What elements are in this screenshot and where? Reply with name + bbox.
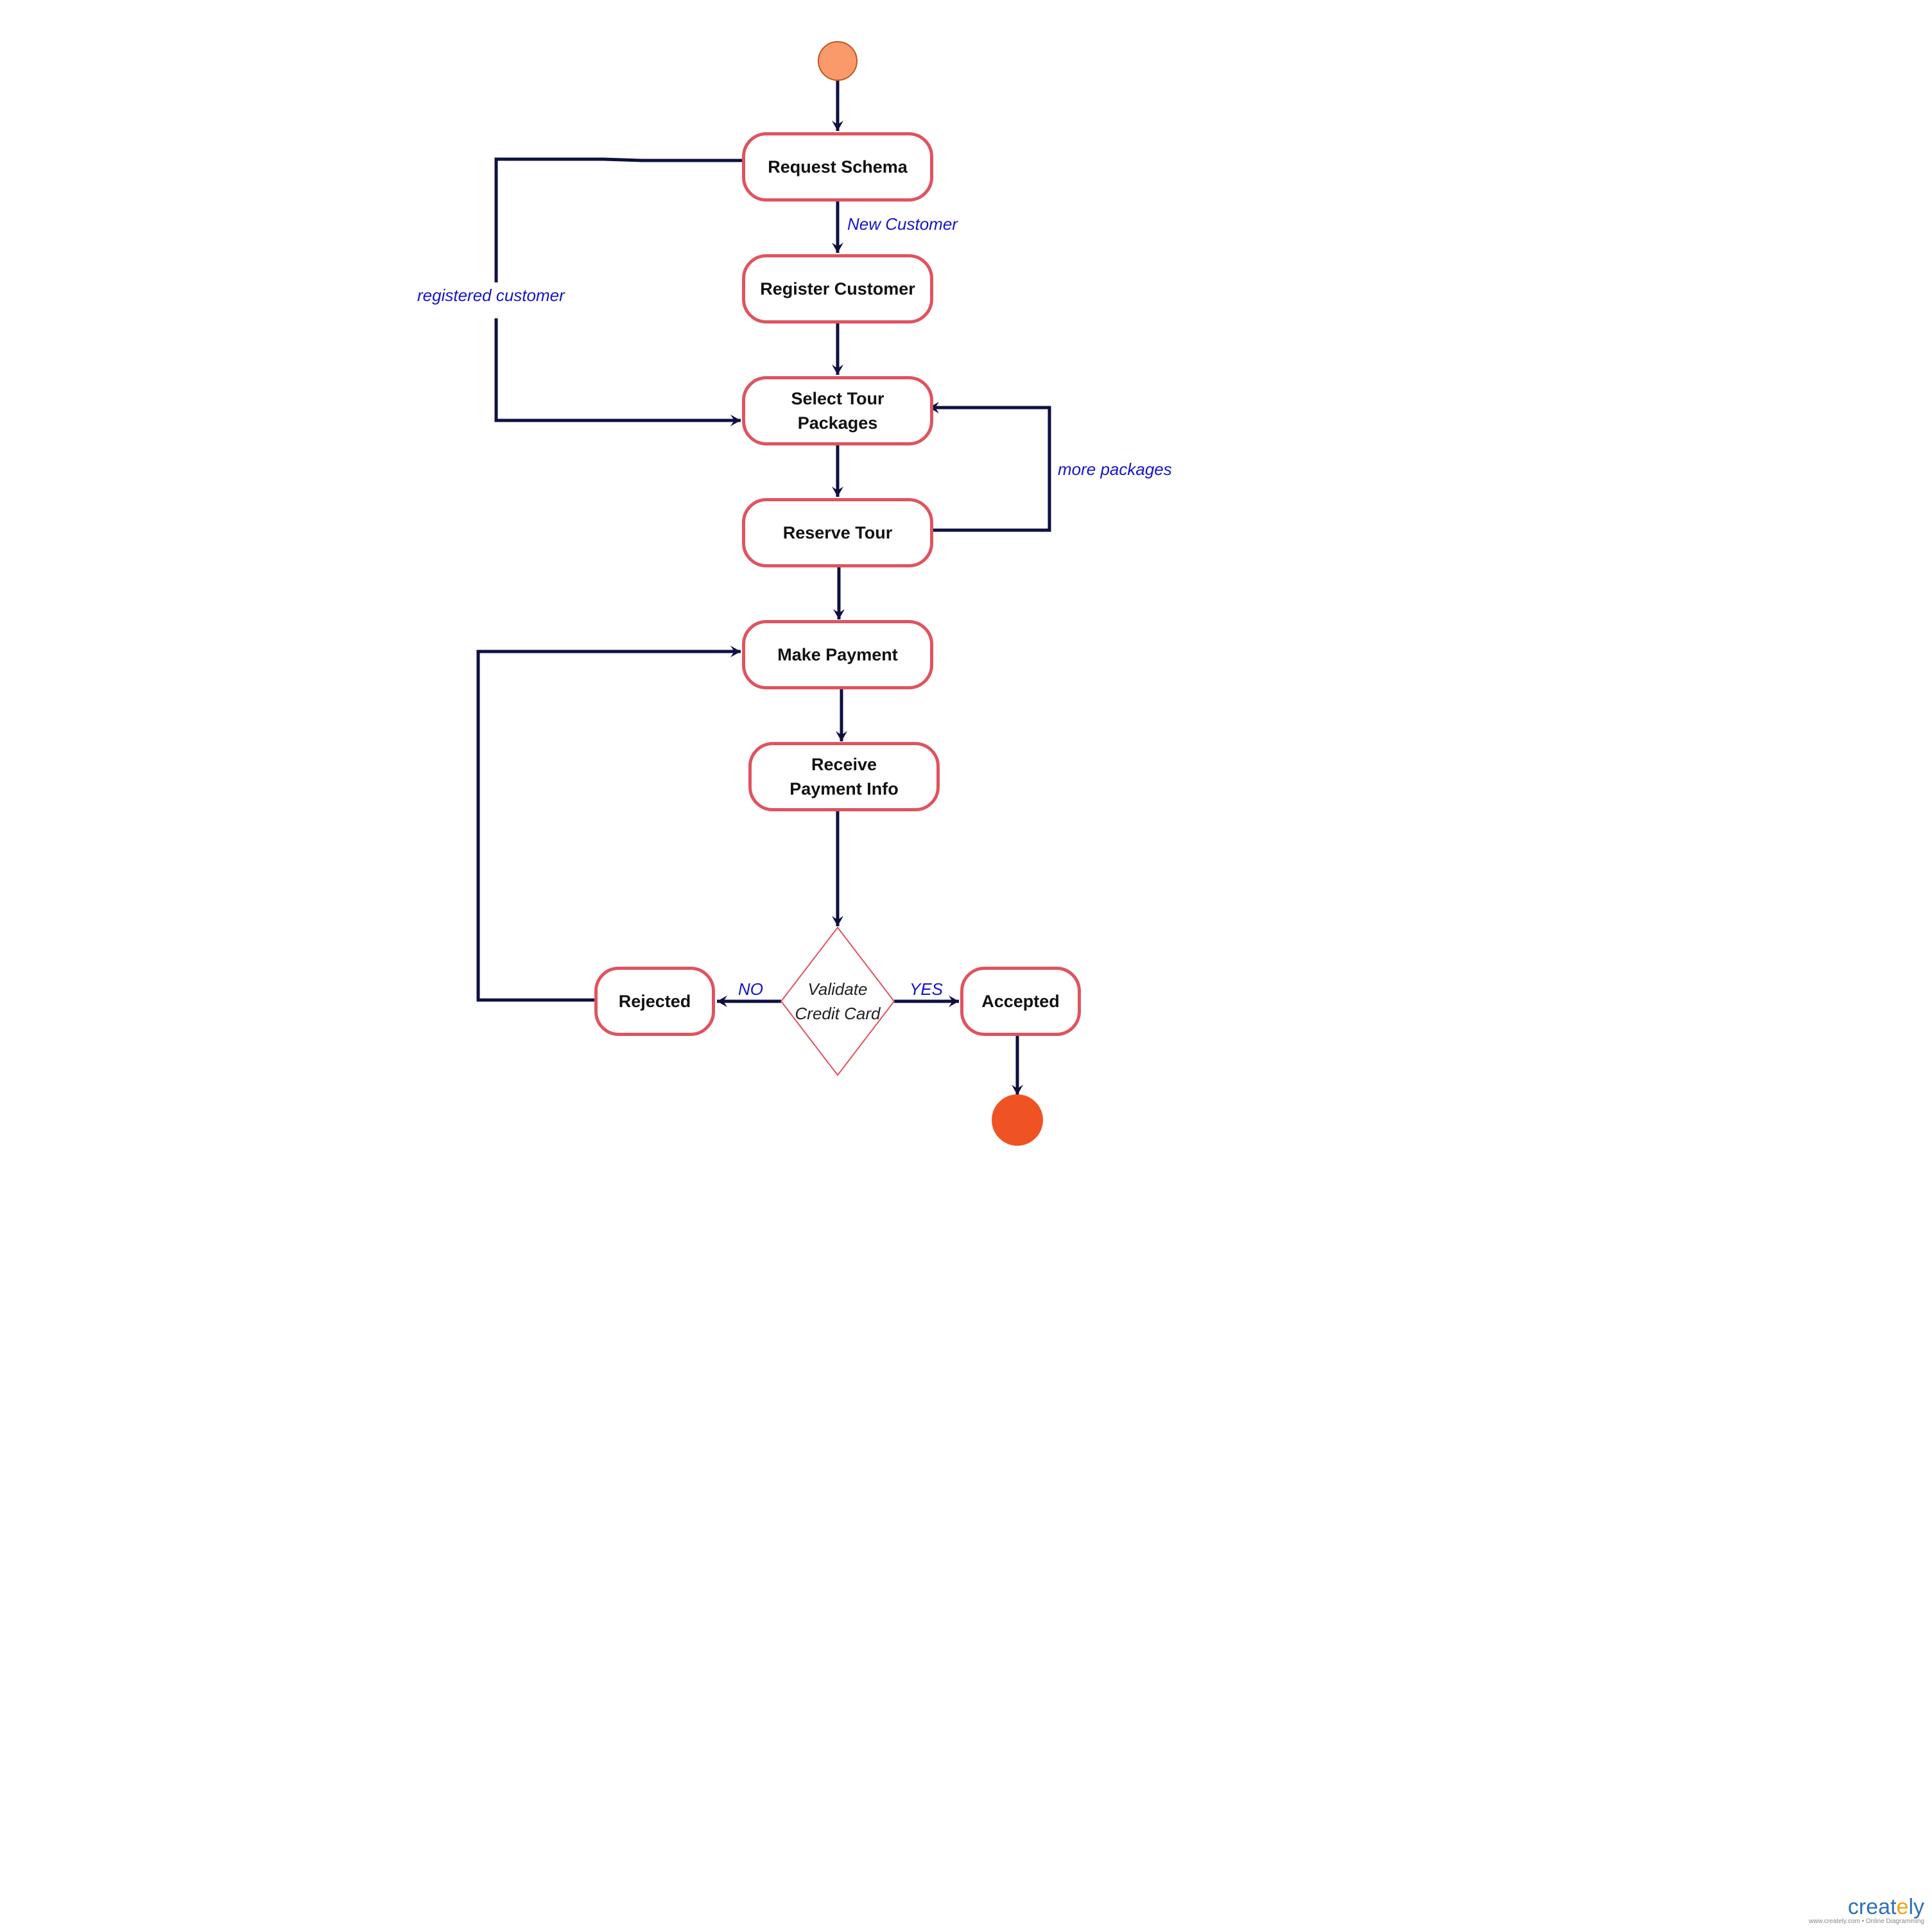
creately-logo: creately <box>1847 1895 1924 1919</box>
node-register-customer: Register Customer <box>742 254 933 323</box>
label-yes: YES <box>910 979 944 999</box>
node-make-payment: Make Payment <box>742 620 933 689</box>
edge-rejected-to-payment <box>476 646 741 1002</box>
start-node <box>818 41 858 81</box>
label-no: NO <box>738 979 763 999</box>
node-accepted: Accepted <box>960 967 1081 1036</box>
creately-watermark: creately www.creately.com • Online Diagr… <box>1809 1896 1924 1926</box>
node-request-schema: Request Schema <box>742 132 933 202</box>
label-more-packages: more packages <box>1058 460 1172 479</box>
decision-diamond <box>780 926 895 1076</box>
node-reserve-tour: Reserve Tour <box>742 498 933 567</box>
edge-more-packages <box>929 402 1051 532</box>
label-registered-customer: registered customer <box>417 286 565 305</box>
node-receive-payment-info: Receive Payment Info <box>748 742 940 811</box>
end-node <box>992 1094 1043 1146</box>
label-new-customer: New Customer <box>847 214 958 234</box>
edge-registered-customer <box>494 157 743 420</box>
node-select-tour-packages: Select Tour Packages <box>742 376 933 445</box>
creately-tagline: www.creately.com • Online Diagramming <box>1808 1918 1924 1925</box>
node-rejected: Rejected <box>594 967 715 1036</box>
decision-label: Validate Credit Card <box>795 979 881 1023</box>
